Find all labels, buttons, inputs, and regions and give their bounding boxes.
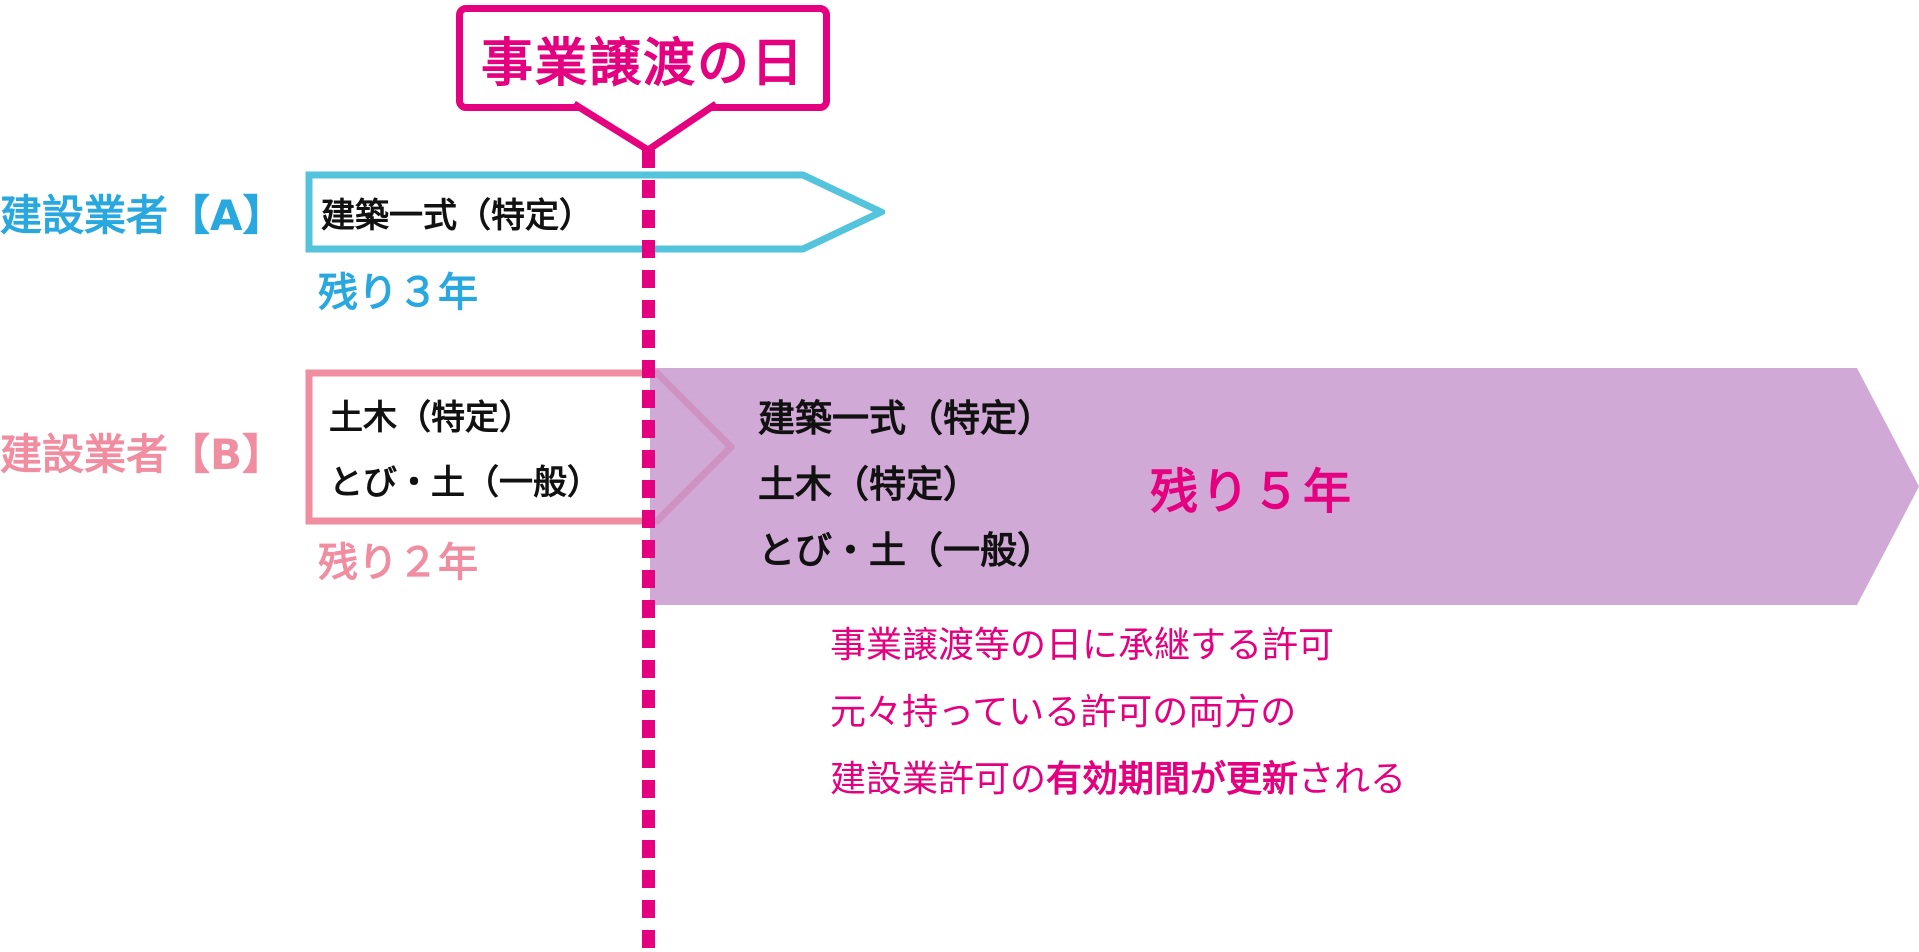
merged-license-2: 土木（特定） — [758, 463, 980, 506]
company-a-license-arrow: 建築一式（特定） — [305, 171, 885, 253]
transfer-day-callout: 事業譲渡の日 — [456, 5, 830, 111]
company-b-license-1: 土木（特定） — [329, 398, 533, 438]
merged-remaining: 残り５年 — [1150, 464, 1355, 520]
note-line-1: 事業譲渡等の日に承継する許可 — [830, 625, 1335, 666]
merged-license-3: とび・土（一般） — [758, 529, 1054, 572]
merged-license-1: 建築一式（特定） — [758, 397, 1054, 440]
merged-licenses: 建築一式（特定） 土木（特定） とび・土（一般） — [758, 386, 1054, 584]
merged-license-arrow — [650, 368, 1919, 605]
company-b-license-2: とび・土（一般） — [329, 463, 601, 503]
note-line-2: 元々持っている許可の両方の — [830, 692, 1297, 733]
note-line-3-bold: 有効期間が更新 — [1046, 759, 1299, 800]
company-a-remaining: 残り３年 — [318, 270, 478, 316]
explanation-note: 事業譲渡等の日に承継する許可 元々持っている許可の両方の 建設業許可の有効期間が… — [830, 612, 1406, 813]
transfer-day-dashed-line — [642, 150, 655, 952]
note-line-3-post: される — [1298, 759, 1407, 800]
company-b-label: 建設業者【B】 — [0, 430, 285, 479]
note-line-3-pre: 建設業許可の — [830, 759, 1047, 800]
note-line-3: 建設業許可の有効期間が更新される — [830, 746, 1406, 813]
company-a-label: 建設業者【A】 — [0, 191, 285, 240]
transfer-day-label: 事業譲渡の日 — [480, 33, 805, 94]
callout-pointer-icon — [572, 101, 718, 155]
company-a-license: 建築一式（特定） — [321, 195, 593, 236]
company-b-remaining: 残り２年 — [318, 540, 478, 586]
company-b-licenses: 土木（特定） とび・土（一般） — [329, 369, 601, 525]
company-b-license-arrow: 土木（特定） とび・土（一般） — [305, 369, 735, 525]
company-a-arrow-shape — [305, 171, 885, 253]
